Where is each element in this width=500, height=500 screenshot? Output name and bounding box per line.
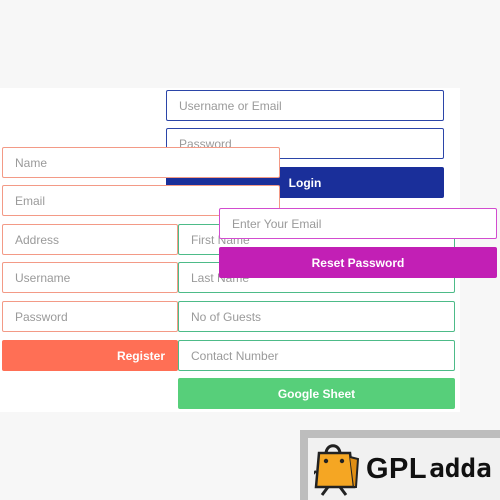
reset-email-field[interactable]: Enter Your Email: [219, 208, 497, 239]
shopping-bag-icon: [314, 444, 360, 496]
logo-panel: GPL adda: [308, 438, 500, 500]
contact-number-field[interactable]: Contact Number: [178, 340, 455, 371]
guests-field[interactable]: No of Guests: [178, 301, 455, 332]
name-field[interactable]: Name: [2, 147, 280, 178]
register-password-field[interactable]: Password: [2, 301, 178, 332]
google-sheet-button[interactable]: Google Sheet: [178, 378, 455, 409]
logo-text-secondary: adda: [429, 454, 492, 484]
gpladda-logo: GPL adda: [300, 430, 500, 500]
reset-password-button[interactable]: Reset Password: [219, 247, 497, 278]
username-or-email-field[interactable]: Username or Email: [166, 90, 444, 121]
register-button[interactable]: Register: [2, 340, 178, 371]
logo-text-primary: GPL: [366, 452, 428, 485]
address-field[interactable]: Address: [2, 224, 178, 255]
register-username-field[interactable]: Username: [2, 262, 178, 293]
